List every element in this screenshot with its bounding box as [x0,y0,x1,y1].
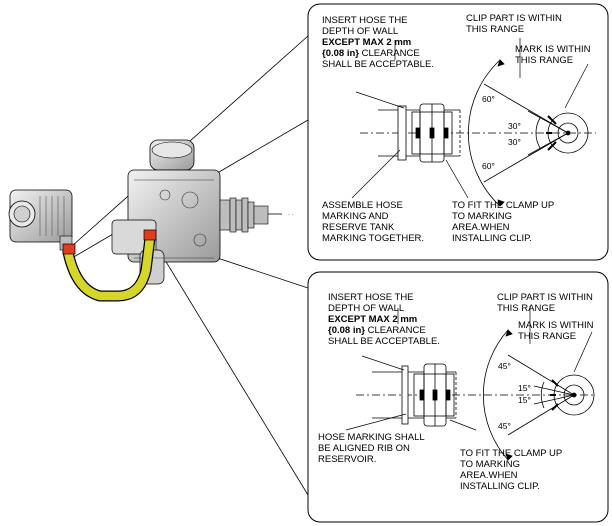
bottom-angle-gauge [482,329,595,461]
bottom-hose-end-inner [563,384,585,406]
bottom-insert-line1: INSERT HOSE THE [328,292,414,303]
top-mark-note: MARK IS WITHIN THIS RANGE [515,44,590,66]
top-angle-outer-top: 60° [482,94,495,104]
bottom-fit-line3: AREA.WHEN [460,470,518,481]
bottom-angle-inner-top: 15° [518,383,531,393]
leader-bottom-2 [153,241,309,496]
top-angle-gauge [467,59,589,207]
top-fit-line2: TO MARKING [452,211,512,222]
top-fit-line4: INSTALLING CLIP. [452,233,532,244]
bottom-hose-line2: BE ALIGNED RIB ON [318,443,410,454]
top-insert-line4: {0.08 in} CLEARANCE [322,48,434,59]
top-assemble-line1: ASSEMBLE HOSE [322,200,403,211]
top-insert-line4-bold: {0.08 in} [322,48,359,59]
top-insert-line5: SHALL BE ACCEPTABLE. [322,59,434,70]
detail-panel-bottom [307,271,609,523]
bottom-clip-line2: THIS RANGE [497,303,556,314]
top-assemble-note: ASSEMBLE HOSE MARKING AND RESERVE TANK M… [322,200,424,244]
top-fit-line3: AREA.WHEN [452,222,510,233]
top-clip-line1: CLIP PART IS WITHIN [466,13,562,24]
top-insert-note: INSERT HOSE THE DEPTH OF WALL EXCEPT MAX… [322,15,434,70]
bottom-angle-outer-bottom: 45° [498,421,511,431]
bottom-leaders [345,306,593,431]
bottom-angle-outer-top: 45° [498,361,511,371]
bottom-mark-line1: MARK IS WITHIN [518,320,594,331]
top-insert-line4-rest: CLEARANCE [358,48,420,59]
bottom-fit-note: TO FIT THE CLAMP UP TO MARKING AREA.WHEN… [460,448,562,492]
top-hose-detail [360,103,596,163]
bottom-fit-line1: TO FIT THE CLAMP UP [460,448,563,459]
top-clip-note: CLIP PART IS WITHIN THIS RANGE [466,13,562,35]
dotted-continuation: · · [288,212,294,218]
top-assemble-line3: RESERVE TANK [322,222,395,233]
bottom-insert-note: INSERT HOSE THE DEPTH OF WALL EXCEPT MAX… [328,292,440,347]
hose-clamp-reservoir [62,243,76,255]
top-clip-line2: THIS RANGE [466,24,525,35]
bottom-insert-line2: DEPTH OF WALL [328,303,405,314]
top-mark-line1: MARK IS WITHIN [515,44,591,55]
top-leaders [351,38,589,199]
bottom-insert-line3: EXCEPT MAX 2 mm [328,314,418,325]
top-assemble-line2: MARKING AND [322,211,389,222]
top-insert-line3: EXCEPT MAX 2 mm [322,37,412,48]
master-cylinder-unit: · · [111,139,294,285]
bottom-insert-line4-rest: CLEARANCE [364,325,426,336]
bottom-fit-line4: INSTALLING CLIP. [460,481,540,492]
top-assemble-line4: MARKING TOGETHER. [322,233,425,244]
top-insert-line1: INSERT HOSE THE [322,15,408,26]
top-angle-inner-bottom: 30° [508,137,521,147]
top-angle-outer-bottom: 60° [482,161,495,171]
bottom-insert-line4-bold: {0.08 in} [328,325,365,336]
bottom-angle-inner-bottom: 15° [518,395,531,405]
bottom-insert-line4: {0.08 in} CLEARANCE [328,325,440,336]
top-angle-inner-top: 30° [508,121,521,131]
bottom-hose-line3: RESERVOIR. [318,454,377,465]
top-fit-note: TO FIT THE CLAMP UP TO MARKING AREA.WHEN… [452,200,554,244]
top-mark-line2: THIS RANGE [515,55,574,66]
bottom-fit-line2: TO MARKING [460,459,520,470]
callout-leaders [71,35,309,496]
top-fit-line1: TO FIT THE CLAMP UP [452,200,555,211]
detail-panel-top [307,3,609,261]
hose-clamp-cylinder [143,229,157,241]
bottom-clip-line1: CLIP PART IS WITHIN [497,292,593,303]
bottom-clip-note: CLIP PART IS WITHIN THIS RANGE [497,292,593,314]
top-insert-line2: DEPTH OF WALL [322,26,399,37]
bottom-insert-line5: SHALL BE ACCEPTABLE. [328,336,440,347]
reservoir-tank [8,189,73,251]
bottom-mark-note: MARK IS WITHIN THIS RANGE [518,320,593,342]
bottom-hose-detail [356,363,596,427]
bottom-hose-line1: HOSE MARKING SHALL [318,432,425,443]
top-hose-end-inner [557,122,579,144]
bottom-mark-line2: THIS RANGE [518,331,577,342]
bottom-hose-marking-note: HOSE MARKING SHALL BE ALIGNED RIB ON RES… [318,432,425,465]
